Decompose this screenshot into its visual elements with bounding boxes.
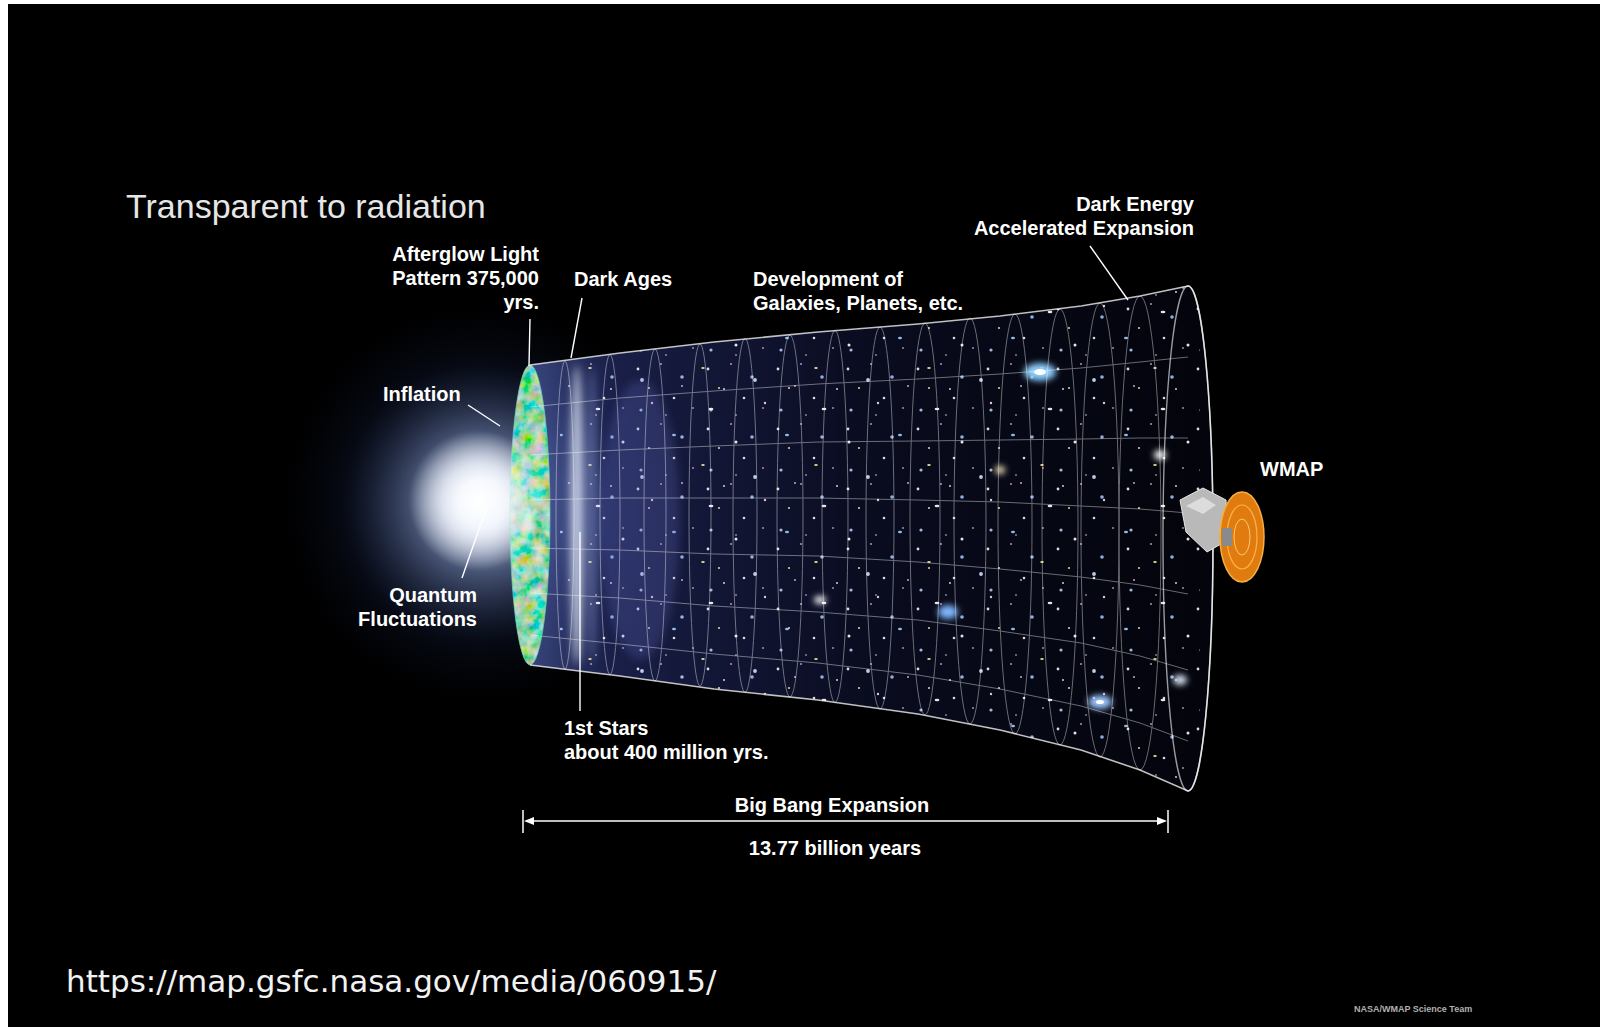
bracket-tick [522,810,524,833]
slide-title: Transparent to radiation [126,186,596,226]
big-bang-core [408,430,548,570]
grid-ring [644,349,666,681]
universe-outline [530,286,1213,791]
grid-line [530,593,1188,670]
bracket-tick [1167,810,1169,833]
callout-label: Dark Energy Accelerated Expansion [966,192,1194,240]
galaxy [1034,369,1046,375]
grid-line [530,357,1188,407]
leader-line [462,506,487,578]
sunshield-ring [1234,519,1250,555]
callout-label: Afterglow Light Pattern 375,000 yrs. [364,242,539,314]
callout-label: 13.77 billion years [685,836,985,860]
callout-label: Quantum Fluctuations [337,583,477,631]
sunshield [1220,492,1264,582]
grid-ring [600,355,620,675]
grid-line [530,548,1188,594]
callout-label: Development of Galaxies, Planets, etc. [753,267,973,315]
time-span-bracket [523,810,1168,833]
expanding-universe-body [510,280,1213,800]
leader-lines [462,246,1128,711]
callout-label: 1st Stars about 400 million yrs. [564,716,779,764]
galaxy [1096,700,1104,704]
callout-label: NASA/WMAP Science Team [1354,1004,1514,1015]
galaxy [995,466,1005,474]
grid-ring [866,327,894,709]
grid-line [530,438,1188,455]
grid-ring [1119,296,1161,770]
first-stars-band [587,367,597,663]
grid-ring [556,361,574,669]
grid-ring [1081,303,1119,757]
galaxy [814,596,826,604]
grid-lines [530,296,1188,770]
grid-ring [733,339,757,693]
callout-label: WMAP [1260,457,1350,481]
leader-line [529,319,530,366]
grid-ring [689,344,711,686]
bracket-line [526,820,1165,822]
grid-ring [910,323,940,715]
callout-label: Inflation [383,382,493,406]
grid-ring [998,314,1032,734]
galaxy [1088,695,1112,709]
grid-ring [1042,309,1078,745]
grid-ring [822,331,848,703]
grid-ring [954,318,986,724]
satellite-strut [1222,528,1232,546]
grid-line [530,498,1188,513]
stars-and-galaxies [560,280,1200,800]
callout-label: Dark Ages [574,267,704,291]
source-caption: https://map.gsfc.nasa.gov/media/060915/ [66,962,966,1000]
satellite-dish [1186,497,1216,514]
wmap-satellite [1180,488,1264,582]
leader-line [579,532,580,711]
grid-line [530,635,1188,741]
callout-label: Big Bang Expansion [682,793,982,817]
line-break-spacer [684,716,779,718]
star-field [560,280,1200,800]
bracket-arrowhead [524,817,534,825]
leader-line [1090,246,1128,300]
early-light [600,380,680,660]
dark-ages-band [570,365,584,665]
leader-line [468,405,500,426]
slide-background [8,4,1600,1027]
bracket-arrowhead [1157,817,1167,825]
galaxy [1173,675,1187,685]
leader-line [571,298,582,358]
grid-ring [777,335,803,697]
